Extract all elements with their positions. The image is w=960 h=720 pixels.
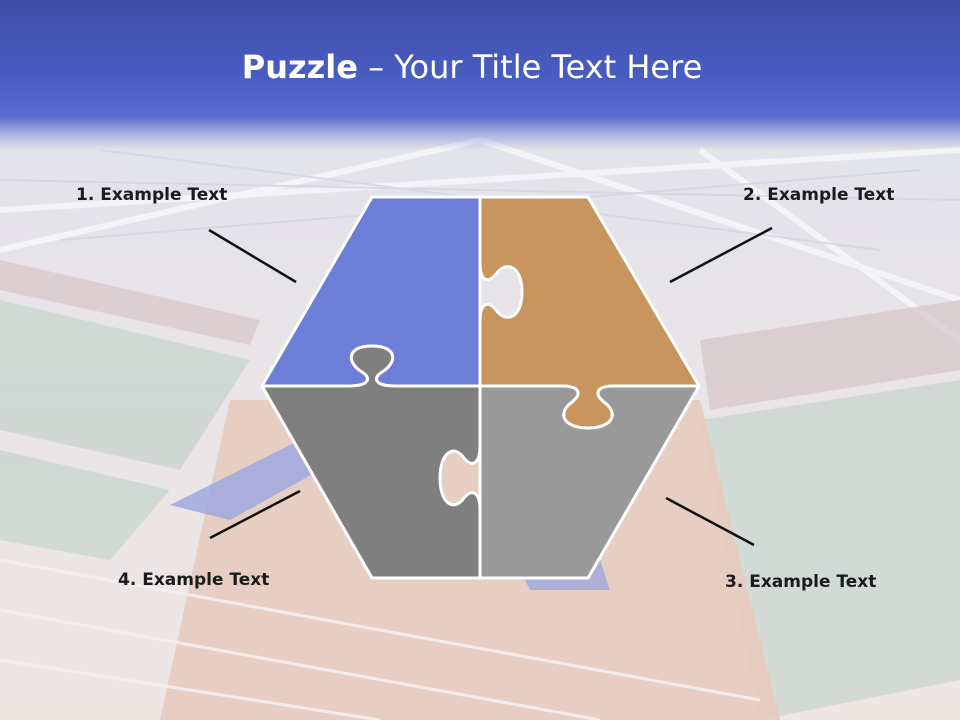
connector-line-2: [669, 226, 773, 284]
label-4: 4. Example Text: [118, 570, 270, 590]
label-2: 2. Example Text: [743, 185, 895, 205]
connector-line-4: [209, 489, 301, 540]
title-bold: Puzzle: [241, 48, 358, 86]
label-1: 1. Example Text: [76, 185, 228, 205]
slide-title: Puzzle – Your Title Text Here: [0, 48, 944, 86]
connector-line-3: [665, 496, 755, 547]
puzzle-piece-3: [478, 384, 701, 580]
puzzle-piece-4: [260, 344, 482, 580]
title-rest: – Your Title Text Here: [357, 48, 703, 86]
title-bar: [0, 0, 960, 150]
label-3: 3. Example Text: [725, 572, 877, 592]
connector-line-1: [208, 228, 297, 284]
